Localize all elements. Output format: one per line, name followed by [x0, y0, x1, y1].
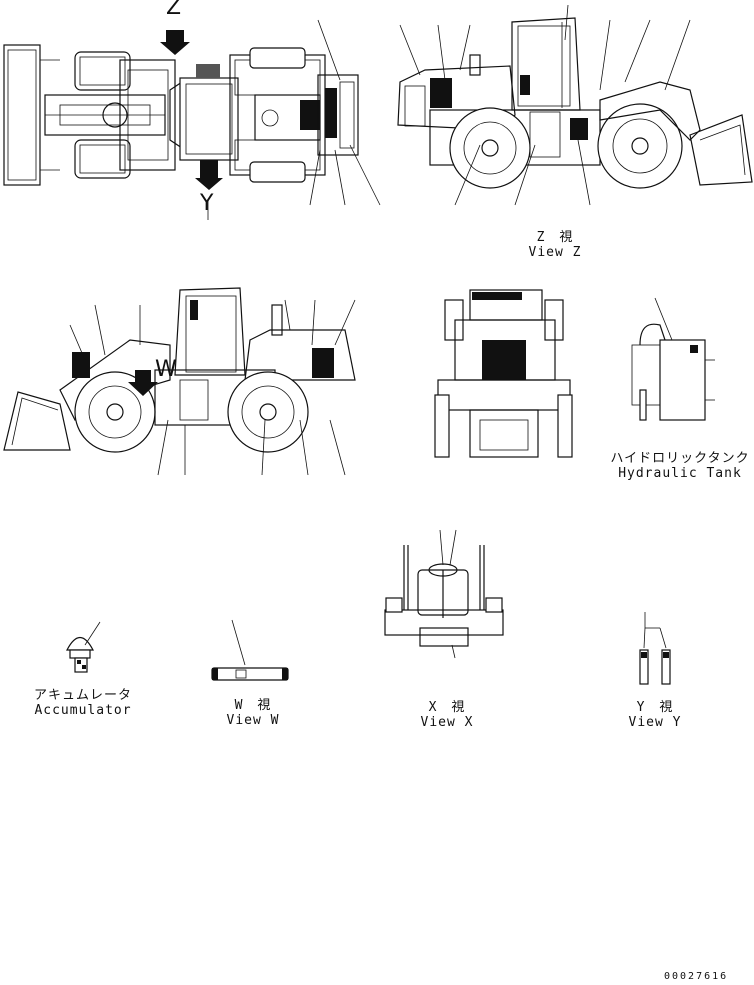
view-z-caption-en: View Z [528, 245, 582, 260]
view-z-caption-jp: Z 視 [536, 230, 574, 245]
view-w-caption-en: View W [226, 713, 280, 728]
rear-view-drawing [434, 289, 573, 458]
drawing-number: 00027616 [664, 971, 729, 982]
view-w-drawing [211, 619, 289, 681]
view-y-drawing [639, 612, 671, 685]
view-z-caption: Z 視 View Z [520, 230, 590, 260]
top-view-drawing [3, 19, 381, 220]
hydraulic-tank-caption-jp: ハイドロリックタンク [610, 451, 750, 466]
view-z-marker: Z [166, 0, 182, 20]
left-side-view-drawing [3, 287, 356, 476]
view-x-caption: X 視 View X [412, 700, 482, 730]
view-y-caption-en: View Y [628, 715, 682, 730]
view-x-caption-en: View X [420, 715, 474, 730]
view-y-caption: Y 視 View Y [620, 700, 690, 730]
right-side-view-drawing [397, 4, 753, 206]
view-x-drawing [384, 529, 504, 659]
accumulator-caption-jp: アキュムレータ [33, 688, 132, 703]
view-w-caption-jp: W 視 [234, 698, 272, 713]
hydraulic-tank-caption-en: Hydraulic Tank [618, 466, 742, 481]
accumulator-caption-en: Accumulator [34, 703, 132, 718]
view-y-caption-jp: Y 視 [636, 700, 674, 715]
hydraulic-tank-drawing [631, 297, 715, 421]
view-y-marker: Y [200, 191, 214, 216]
accumulator-caption: アキュムレータ Accumulator [28, 688, 138, 718]
view-x-caption-jp: X 視 [428, 700, 466, 715]
hydraulic-tank-caption: ハイドロリックタンク Hydraulic Tank [610, 451, 750, 481]
view-w-marker: W [155, 357, 177, 382]
view-w-caption: W 視 View W [218, 698, 288, 728]
accumulator-drawing [66, 621, 101, 673]
